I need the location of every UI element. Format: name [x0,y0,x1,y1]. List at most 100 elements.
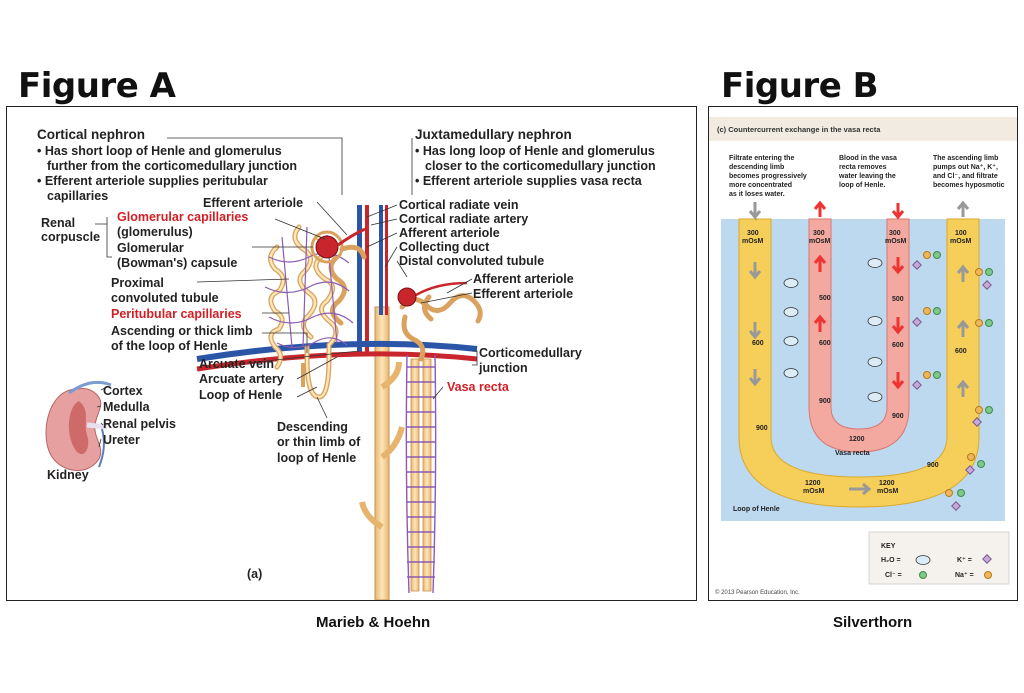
figure-b-panel: (c) Countercurrent exchange in the vasa … [708,106,1018,601]
leader-lines [95,137,478,448]
osm-asc-900: 900 [927,462,939,469]
vasa-recta-label-b: Vasa recta [835,450,870,457]
juxtamedullary-bullet-2: • Efferent arteriole supplies vasa recta [415,174,643,188]
caption-filtrate-5: as it loses water. [729,191,785,198]
osm-asc-600: 600 [955,348,967,355]
panel-letter-a: (a) [247,567,262,581]
key-k: K⁺ = [957,556,972,564]
label-ureter: Ureter [103,433,140,447]
label-bowmans-capsule: (Bowman's) capsule [117,256,237,270]
caption-blood-4: loop of Henle. [839,182,885,189]
label-descending-2: or thin limb of [277,435,361,449]
caption-filtrate-1: Filtrate entering the [729,155,794,162]
label-renal: Renal [41,216,75,230]
label-arcuate-vein: Arcuate vein [199,357,274,371]
osm-vr-600a: 600 [819,340,831,347]
label-renal-pelvis: Renal pelvis [103,417,176,431]
osm-vr-500b: 500 [892,296,904,303]
figure-a-title: Figure A [18,66,176,106]
label-cortical-radiate-artery: Cortical radiate artery [399,212,528,226]
arcuate-vein-shape [196,340,478,362]
caption-filtrate-3: becomes progressively [729,173,807,180]
osm-desc-300: 300 [747,230,759,237]
cortical-radiate-vein-shape [357,205,362,355]
label-proximal: Proximal [111,276,164,290]
key-k-icon [982,554,992,564]
copyright-text: © 2013 Pearson Education, Inc. [715,589,800,596]
key-cl-icon [919,571,927,579]
label-cortical-radiate-vein: Cortical radiate vein [399,198,519,212]
label-collecting-duct: Collecting duct [399,240,490,254]
vasa-recta-u-shape [808,218,910,453]
osm-vr-right-unit: mOsM [885,238,907,245]
vasa-recta-shape [405,354,437,594]
label-arcuate-artery: Arcuate artery [199,372,284,386]
label-corpuscle: corpuscle [41,230,100,244]
h2o-ovals [783,258,883,402]
osm-vr-900a: 900 [819,398,831,405]
cortical-glomerulus-shape [315,235,339,259]
key-box: KEY H₂O = K⁺ = Cl⁻ = Na⁺ = [868,531,1010,585]
juxtamedullary-bullet-1b: closer to the corticomedullary junction [425,159,656,173]
key-title: KEY [881,543,896,550]
label-peritubular-capillaries: Peritubular capillaries [111,307,242,321]
kidney-illustration [45,380,112,472]
caption-blood-2: recta removes [839,164,887,171]
label-descending-1: Descending [277,420,348,434]
osm-bottom-1200b: 1200 [879,480,895,487]
osm-vr-left-unit: mOsM [809,238,831,245]
label-efferent-arteriole-top: Efferent arteriole [203,196,303,210]
label-ascending-limb-1: Ascending or thick limb [111,324,253,338]
figure-b-header: (c) Countercurrent exchange in the vasa … [717,125,881,134]
label-vasa-recta: Vasa recta [447,380,510,394]
osm-vr-900b: 900 [892,413,904,420]
countercurrent-diagram: (c) Countercurrent exchange in the vasa … [709,107,1017,600]
label-glomerular: Glomerular [117,241,184,255]
caption-ascending-3: and Cl⁻, and filtrate [933,173,998,180]
arcuate-artery-shape [196,351,478,372]
label-loop-of-henle: Loop of Henle [199,388,282,402]
caption-ascending-2: pumps out Na⁺, K⁺, [933,163,998,171]
cortical-bullet-2b: capillaries [47,189,108,203]
osm-bottom-1200a-unit: mOsM [803,488,825,495]
juxtamedullary-nephron-heading: Juxtamedullary nephron [415,127,572,142]
key-h2o-icon [915,555,931,565]
label-cortex: Cortex [103,384,143,398]
label-descending-3: loop of Henle [277,451,356,465]
label-kidney: Kidney [47,468,89,482]
cortical-bullet-2: • Efferent arteriole supplies peritubula… [37,174,268,188]
caption-ascending-1: The ascending limb [933,155,998,162]
label-medulla: Medulla [103,400,151,414]
loop-of-henle-shape [738,218,980,508]
credit-marieb-hoehn: Marieb & Hoehn [316,614,431,631]
label-glomerulus: (glomerulus) [117,225,193,239]
caption-filtrate-2: descending limb [729,164,784,171]
flow-arrows [748,200,970,496]
figure-a-panel: Cortical nephron • Has short loop of Hen… [6,106,697,601]
label-efferent-arteriole-2: Efferent arteriole [473,287,573,301]
juxtamedullary-glomerulus-shape [397,287,417,307]
label-corticomedullary-2: junction [478,361,528,375]
label-distal-convoluted-tubule: Distal convoluted tubule [399,254,544,268]
key-h2o: H₂O = [881,557,901,564]
cortical-bullet-1b: further from the corticomedullary juncti… [47,159,297,173]
key-na-icon [984,571,992,579]
key-cl: Cl⁻ = [885,572,902,579]
caption-ascending-4: becomes hyposmotic [933,182,1005,189]
label-afferent-arteriole-1: Afferent arteriole [399,226,500,240]
osm-bottom-1200a: 1200 [805,480,821,487]
caption-filtrate-4: more concentrated [729,182,792,189]
juxtamedullary-nephron-tubules [399,293,483,362]
cortical-nephron-heading: Cortical nephron [37,127,145,142]
credit-silverthorn: Silverthorn [833,614,913,631]
loop-of-henle-label-b: Loop of Henle [733,506,780,513]
osm-desc-600: 600 [752,340,764,347]
label-convoluted-tubule: convoluted tubule [111,291,219,305]
caption-blood-3: water leaving the [838,173,896,180]
osm-vr-left-300: 300 [813,230,825,237]
osm-asc-100: 100 [955,230,967,237]
osm-asc-100-unit: mOsM [950,238,972,245]
cortical-bullet-1: • Has short loop of Henle and glomerulus [37,144,282,158]
label-glomerular-capillaries: Glomerular capillaries [117,210,248,224]
osm-vr-right-300: 300 [889,230,901,237]
